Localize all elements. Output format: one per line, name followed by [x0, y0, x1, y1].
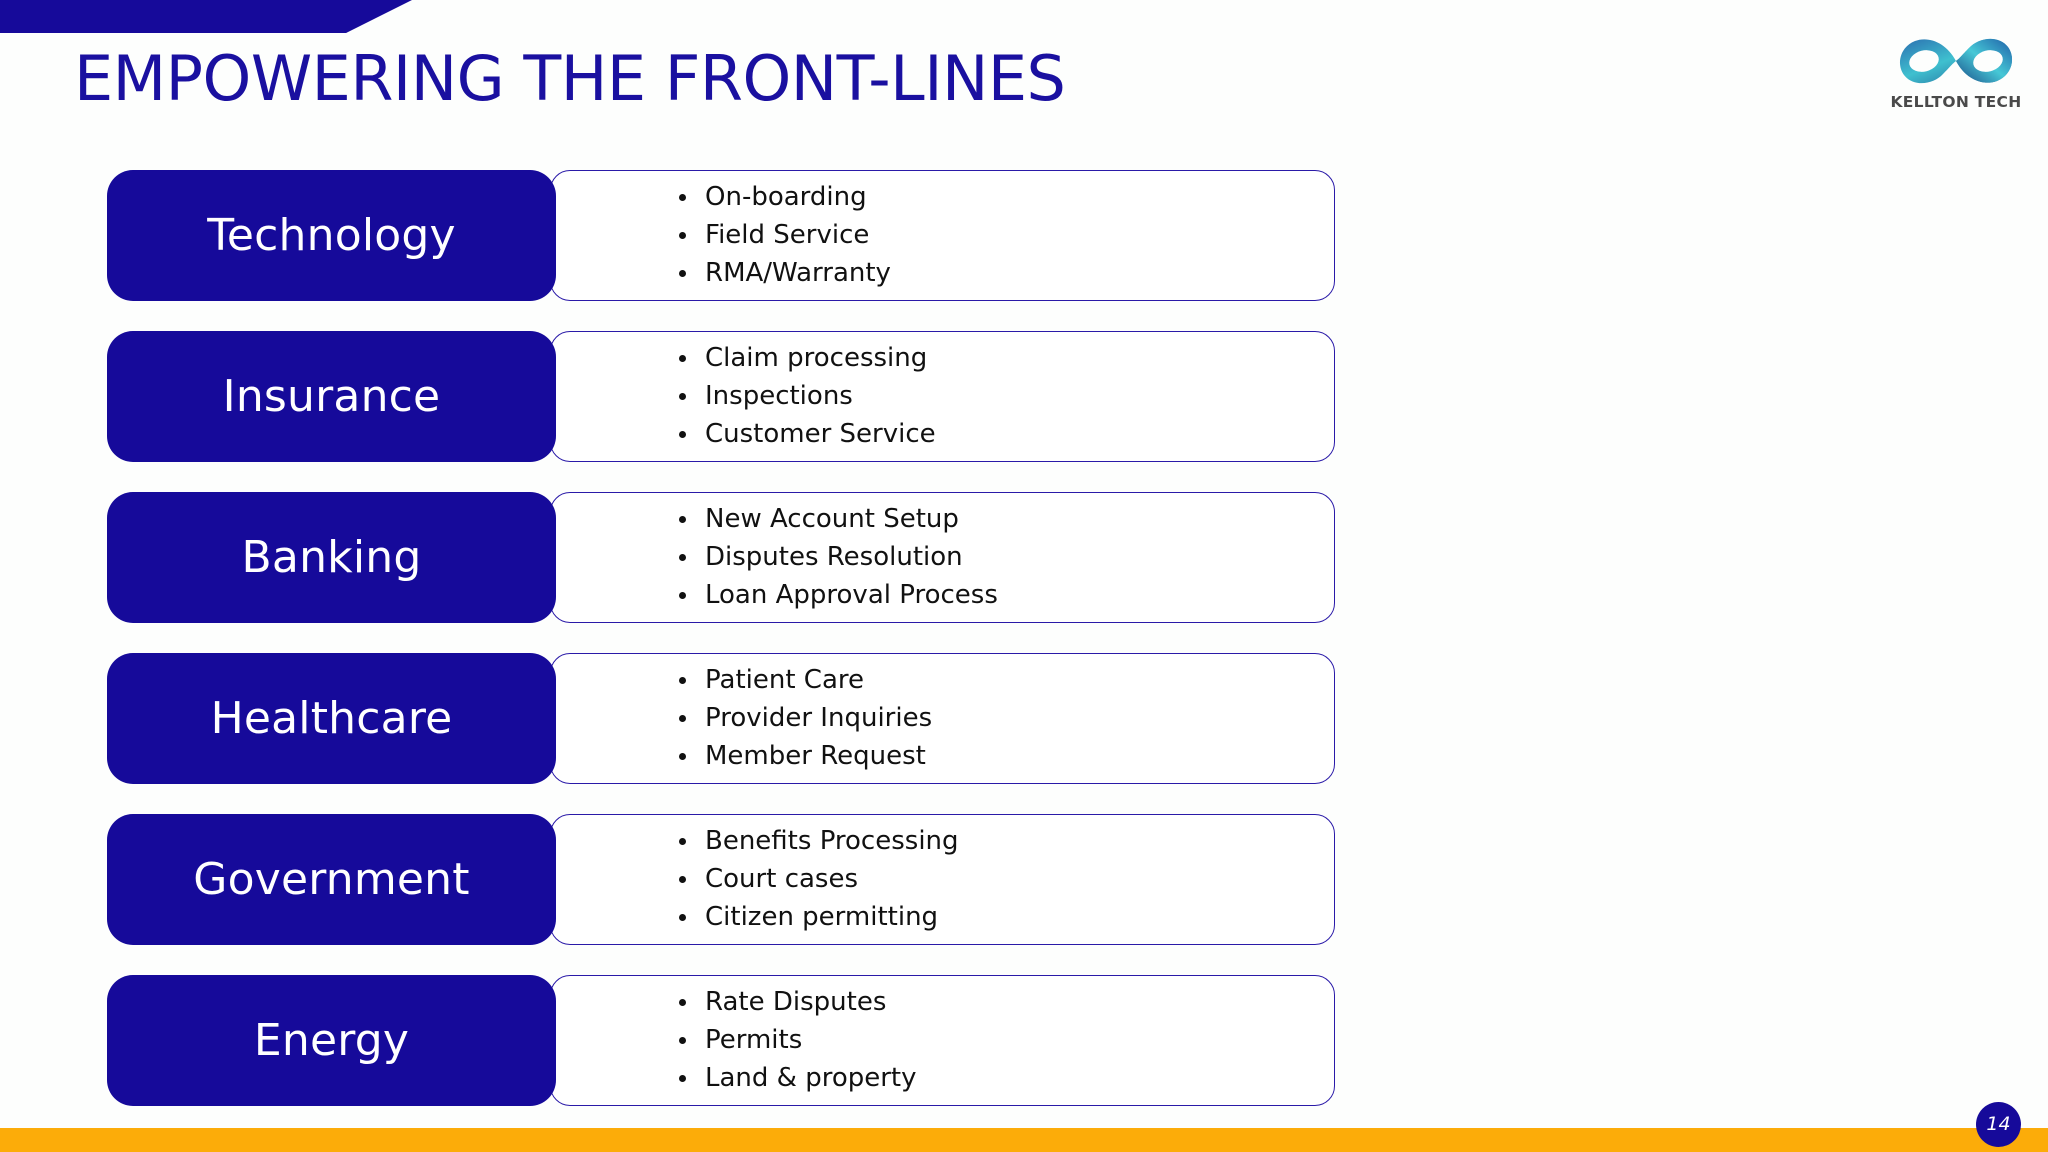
list-item-label: Land & property [705, 1062, 917, 1093]
industry-bullet-list: On-boarding Field Service RMA/Warranty [679, 170, 1319, 301]
industry-row: Banking New Account Setup Disputes Resol… [107, 492, 1335, 623]
bullet-dot-icon [679, 392, 686, 400]
list-item: Loan Approval Process [679, 580, 1319, 611]
list-item: On-boarding [679, 182, 1319, 213]
list-item: Disputes Resolution [679, 542, 1319, 573]
list-item-label: Loan Approval Process [705, 579, 998, 610]
industry-label-box: Technology [107, 170, 556, 301]
page-number-badge: 14 [1976, 1102, 2021, 1147]
industry-label-box: Government [107, 814, 556, 945]
industry-label-text: Insurance [222, 370, 441, 422]
bullet-dot-icon [679, 714, 686, 722]
bullet-dot-icon [679, 553, 686, 561]
industry-label-text: Technology [207, 209, 456, 261]
industry-row: Technology On-boarding Field Service RMA… [107, 170, 1335, 301]
list-item: RMA/Warranty [679, 258, 1319, 289]
list-item-label: Disputes Resolution [705, 542, 963, 573]
list-item: Land & property [679, 1063, 1319, 1094]
bullet-dot-icon [679, 1074, 686, 1082]
industry-bullet-list: Claim processing Inspections Customer Se… [679, 331, 1319, 462]
list-item: Benefits Processing [679, 826, 1319, 857]
infinity-icon [1899, 38, 2013, 84]
top-banner-accent [0, 0, 412, 33]
list-item-label: RMA/Warranty [705, 257, 891, 288]
list-item-label: Member Request [705, 740, 926, 771]
bullet-dot-icon [679, 430, 686, 438]
list-item: Customer Service [679, 419, 1319, 450]
industry-row: Energy Rate Disputes Permits Land & prop… [107, 975, 1335, 1106]
list-item: Field Service [679, 220, 1319, 251]
list-item: Court cases [679, 864, 1319, 895]
bullet-dot-icon [679, 591, 686, 599]
list-item-label: Rate Disputes [705, 987, 887, 1018]
industry-label-text: Government [193, 853, 470, 905]
bullet-dot-icon [679, 677, 686, 685]
industry-label-box: Energy [107, 975, 556, 1106]
list-item-label: Patient Care [705, 665, 864, 696]
industry-label-text: Healthcare [210, 692, 453, 744]
bottom-accent-bar [0, 1128, 2048, 1152]
bullet-dot-icon [679, 194, 686, 202]
list-item: Claim processing [679, 343, 1319, 374]
list-item-label: Court cases [705, 864, 859, 895]
list-item: Citizen permitting [679, 902, 1319, 933]
list-item-label: Provider Inquiries [705, 703, 933, 734]
industry-bullet-list: New Account Setup Disputes Resolution Lo… [679, 492, 1319, 623]
industry-bullet-list: Benefits Processing Court cases Citizen … [679, 814, 1319, 945]
industry-label-text: Banking [241, 531, 422, 583]
list-item-label: Benefits Processing [705, 826, 959, 857]
list-item: Inspections [679, 381, 1319, 412]
bullet-dot-icon [679, 231, 686, 239]
list-item-label: Inspections [705, 381, 853, 412]
industry-bullet-list: Patient Care Provider Inquiries Member R… [679, 653, 1319, 784]
brand-logo-text: KELLTON TECH [1890, 93, 2022, 111]
list-item: Member Request [679, 741, 1319, 772]
industry-bullet-list: Rate Disputes Permits Land & property [679, 975, 1319, 1106]
industry-card [550, 331, 1335, 462]
bullet-dot-icon [679, 1036, 686, 1044]
list-item-label: Claim processing [705, 343, 928, 374]
list-item-label: New Account Setup [705, 504, 959, 535]
industry-label-box: Healthcare [107, 653, 556, 784]
page-number-text: 14 [1986, 1113, 2011, 1135]
bullet-dot-icon [679, 752, 686, 760]
list-item: Rate Disputes [679, 987, 1319, 1018]
bullet-dot-icon [679, 355, 686, 363]
bullet-dot-icon [679, 875, 686, 883]
page-title: EMPOWERING THE FRONT-LINES [74, 42, 1066, 115]
list-item-label: Citizen permitting [705, 901, 939, 932]
industry-label-box: Banking [107, 492, 556, 623]
bullet-dot-icon [679, 913, 686, 921]
industry-row: Insurance Claim processing Inspections C… [107, 331, 1335, 462]
list-item-label: Field Service [705, 220, 870, 251]
bullet-dot-icon [679, 269, 686, 277]
list-item: Provider Inquiries [679, 703, 1319, 734]
bullet-dot-icon [679, 838, 686, 846]
bullet-dot-icon [679, 516, 686, 524]
bullet-dot-icon [679, 999, 686, 1007]
list-item: Patient Care [679, 665, 1319, 696]
industry-rows: Technology On-boarding Field Service RMA… [107, 170, 1335, 1136]
brand-logo: KELLTON TECH [1880, 30, 2032, 122]
industry-row: Healthcare Patient Care Provider Inquiri… [107, 653, 1335, 784]
list-item-label: On-boarding [705, 182, 867, 213]
industry-label-text: Energy [253, 1014, 410, 1066]
list-item: Permits [679, 1025, 1319, 1056]
list-item-label: Customer Service [705, 418, 936, 449]
list-item-label: Permits [705, 1025, 803, 1056]
industry-label-box: Insurance [107, 331, 556, 462]
industry-row: Government Benefits Processing Court cas… [107, 814, 1335, 945]
list-item: New Account Setup [679, 504, 1319, 535]
